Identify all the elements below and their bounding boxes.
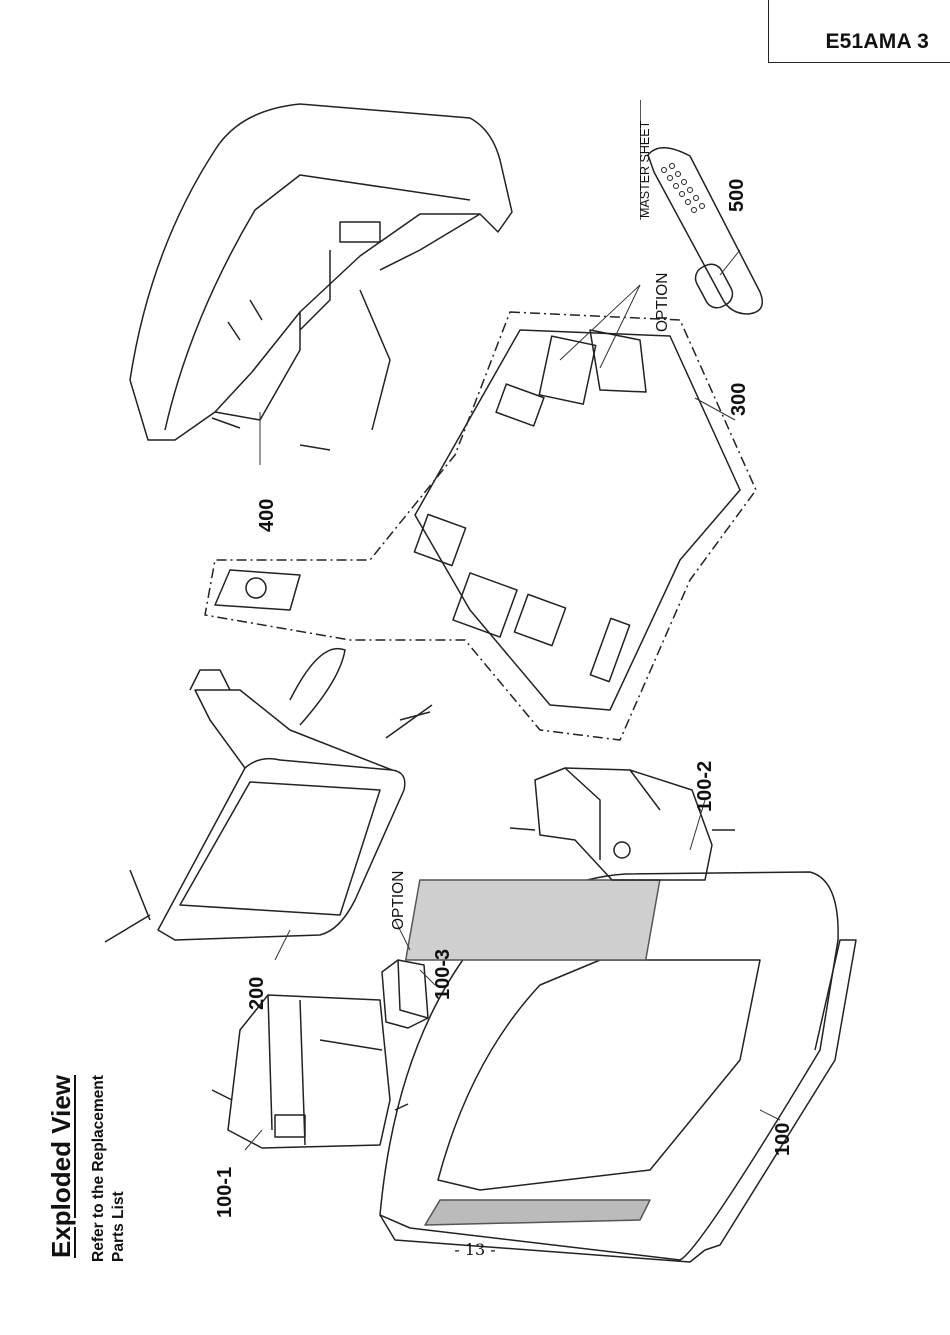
model-code-box: E51AMA 3 [768, 0, 950, 63]
part-label-100-1: 100-1 [214, 1166, 236, 1218]
part-label-500: 500 [726, 178, 748, 212]
sheet-label-rule [640, 100, 641, 220]
option-label-board: OPTION [654, 272, 671, 332]
part-label-100: 100 [772, 1122, 794, 1156]
part-label-300: 300 [728, 382, 750, 416]
part-label-200: 200 [246, 976, 268, 1010]
part-label-100-3: 100-3 [432, 948, 454, 1000]
av-bracket-part-100-1 [211, 994, 409, 1149]
main-board-part-300 [204, 311, 757, 741]
part-label-400: 400 [256, 498, 278, 532]
part-label-100-2: 100-2 [694, 760, 716, 812]
model-code: E51AMA 3 [825, 30, 929, 53]
crt-tube-part-200 [104, 647, 433, 943]
back-cover-part-400 [129, 103, 513, 451]
remote-control-part-500 [647, 147, 763, 315]
front-cabinet-part-100 [379, 871, 857, 1263]
option-label-unit: OPTION [390, 870, 407, 930]
optional-unit-part-100-3 [381, 959, 429, 1029]
control-bracket-part-100-2 [509, 767, 735, 881]
page-number: - 13 - [454, 1240, 496, 1259]
